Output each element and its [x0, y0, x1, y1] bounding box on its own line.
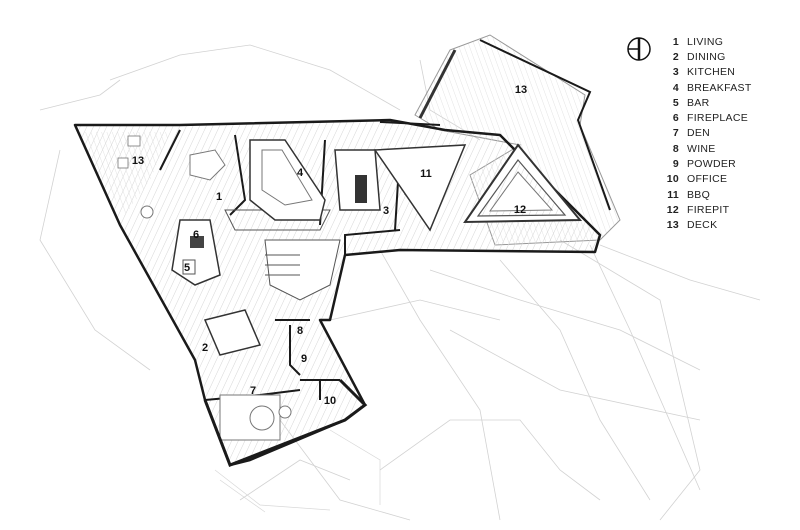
- room-label-dining: 2: [202, 342, 208, 354]
- legend-number: 8: [672, 142, 679, 155]
- site-context-lines: [39, 44, 761, 521]
- legend-label: BAR: [687, 96, 710, 109]
- legend-number: 12: [666, 203, 679, 216]
- legend-number: 10: [666, 173, 679, 186]
- legend-item: 7 DEN: [661, 126, 793, 141]
- legend-number: 9: [672, 158, 679, 171]
- room-label-deck-right: 13: [515, 84, 527, 96]
- room-label-deck-left: 13: [132, 155, 144, 167]
- legend-label: BREAKFAST: [687, 81, 752, 94]
- room-labels: 1 2 3 4 5 6 7 8 9 10 11 12 13 13: [132, 84, 527, 407]
- den-outline: [203, 378, 368, 467]
- legend-label: KITCHEN: [687, 66, 736, 79]
- stair-core: [224, 209, 341, 301]
- legend-label: DINING: [687, 50, 726, 63]
- legend-number: 13: [666, 219, 679, 232]
- room-label-living: 1: [216, 191, 222, 203]
- breakfast-banquette: [249, 139, 326, 221]
- firepit: [463, 143, 583, 224]
- legend-number: 5: [672, 96, 679, 109]
- legend-item: 3 KITCHEN: [661, 65, 793, 80]
- north-arrow-icon: [627, 37, 651, 61]
- room-label-den: 7: [250, 385, 256, 397]
- room-label-powder: 9: [301, 353, 307, 365]
- legend-item: 1 LIVING: [661, 34, 793, 49]
- legend-label: FIREPIT: [687, 203, 730, 216]
- kitchen-island: [334, 149, 381, 211]
- deck-left: [80, 132, 170, 215]
- legend-label: DECK: [687, 219, 718, 232]
- room-label-bbq: 11: [420, 168, 432, 180]
- legend-item: 8 WINE: [661, 141, 793, 156]
- living-furniture: [140, 149, 226, 219]
- legend-item: 4 BREAKFAST: [661, 80, 793, 95]
- room-label-firepit: 12: [514, 204, 526, 216]
- den-furniture: [219, 394, 292, 441]
- legend-number: 6: [672, 112, 679, 125]
- legend-item: 9 POWDER: [661, 156, 793, 171]
- terrain-lower: [214, 429, 381, 513]
- legend-item: 10 OFFICE: [661, 172, 793, 187]
- legend-number: 2: [672, 50, 679, 63]
- legend-label: WINE: [687, 142, 716, 155]
- legend-number: 11: [667, 188, 679, 201]
- legend-label: POWDER: [687, 158, 737, 171]
- legend-item: 12 FIREPIT: [661, 202, 793, 217]
- room-label-bar: 5: [184, 262, 190, 274]
- legend-item: 6 FIREPLACE: [661, 110, 793, 125]
- legend-number: 3: [672, 66, 679, 79]
- legend-item: 2 DINING: [661, 49, 793, 64]
- room-label-office: 10: [324, 395, 336, 407]
- bbq-area: [373, 144, 467, 232]
- legend-number: 1: [672, 35, 679, 48]
- legend-label: LIVING: [687, 35, 724, 48]
- legend-label: DEN: [687, 127, 711, 140]
- legend-item: 11 BBQ: [661, 187, 793, 202]
- legend-number: 4: [672, 81, 679, 94]
- legend-label: OFFICE: [687, 173, 728, 186]
- legend-label: BBQ: [687, 188, 711, 201]
- legend-item: 13 DECK: [661, 218, 793, 233]
- room-label-fireplace: 6: [193, 229, 199, 241]
- room-label-kitchen: 3: [383, 205, 389, 217]
- legend-item: 5 BAR: [661, 95, 793, 110]
- room-label-breakfast: 4: [297, 167, 304, 179]
- legend-label: FIREPLACE: [687, 112, 749, 125]
- room-label-wine: 8: [297, 325, 303, 337]
- legend-number: 7: [672, 127, 679, 140]
- fireplace-bar-block: [171, 219, 221, 286]
- dining-table: [203, 309, 262, 356]
